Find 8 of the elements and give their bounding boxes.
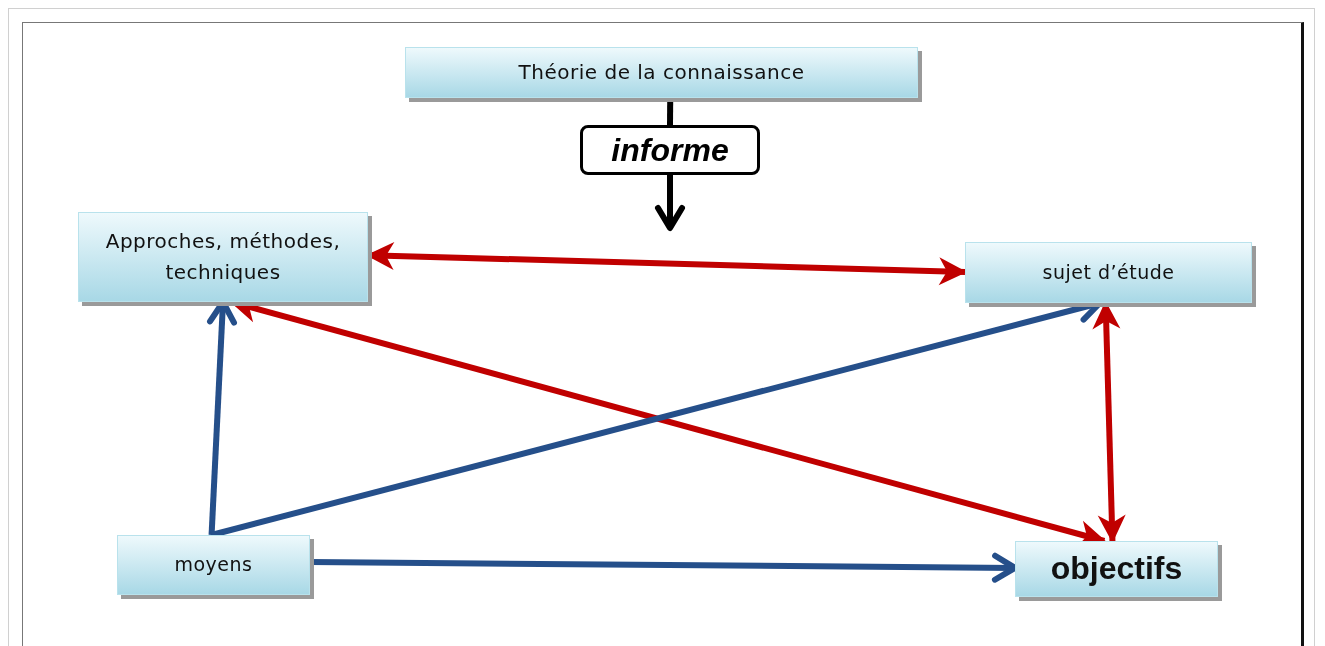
- node-label: informe: [611, 131, 729, 169]
- node-label: sujet d’étude: [1042, 259, 1175, 285]
- label-box: [580, 125, 760, 175]
- node-label: Théorie de la connaissance: [518, 59, 805, 86]
- node-label: Approches, méthodes, techniques: [104, 228, 342, 286]
- node-label: moyens: [174, 552, 253, 578]
- node-label: objectifs: [1050, 549, 1183, 589]
- arrow: [655, 175, 685, 231]
